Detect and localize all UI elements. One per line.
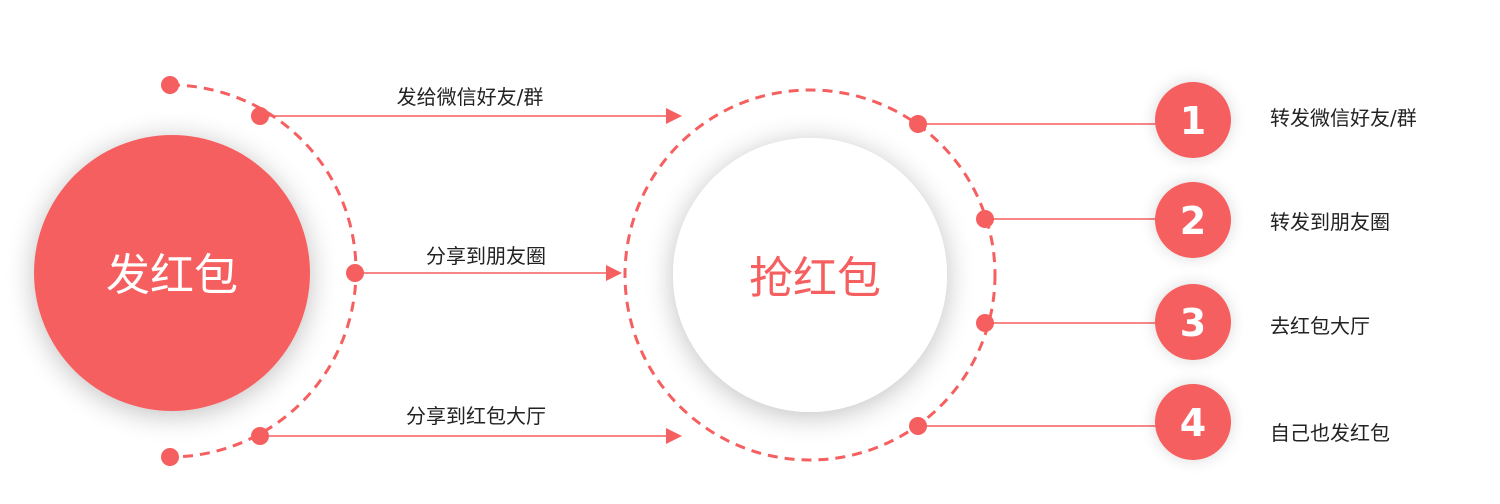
action-number: 1 — [1180, 99, 1206, 143]
grab-dashed-ring — [623, 88, 997, 462]
channel-label: 分享到朋友圈 — [426, 244, 546, 268]
send-title: 发红包 — [106, 250, 238, 301]
action-number: 4 — [1180, 401, 1206, 445]
grab-circle — [673, 138, 947, 412]
action-label: 转发微信好友/群 — [1270, 106, 1417, 130]
action-label: 转发到朋友圈 — [1270, 210, 1390, 234]
send-node: 发红包 — [34, 135, 310, 411]
channel-arrow: 分享到红包大厅 — [251, 404, 682, 445]
action-number-badge — [1155, 182, 1231, 258]
arc-end-dot — [161, 448, 179, 466]
channel-label: 分享到红包大厅 — [406, 404, 546, 428]
channel-arrow: 分享到朋友圈 — [346, 244, 622, 282]
action-item: 1 转发微信好友/群 — [909, 82, 1417, 158]
action-item: 4 自己也发红包 — [909, 384, 1390, 460]
action-label: 自己也发红包 — [1270, 421, 1390, 445]
action-number: 3 — [1180, 301, 1206, 345]
send-circle — [34, 135, 310, 411]
action-number-badge — [1155, 284, 1231, 360]
action-number-badge — [1155, 384, 1231, 460]
action-item: 3 去红包大厅 — [976, 284, 1370, 360]
arc-end-dot — [161, 76, 179, 94]
channel-arrow: 发给微信好友/群 — [251, 85, 682, 125]
action-number-badge — [1155, 82, 1231, 158]
action-item: 2 转发到朋友圈 — [976, 182, 1390, 258]
grab-title: 抢红包 — [749, 253, 881, 304]
grab-node: 抢红包 — [673, 138, 947, 412]
action-label: 去红包大厅 — [1270, 314, 1370, 338]
channel-label: 发给微信好友/群 — [397, 85, 544, 109]
action-number: 2 — [1180, 199, 1206, 243]
